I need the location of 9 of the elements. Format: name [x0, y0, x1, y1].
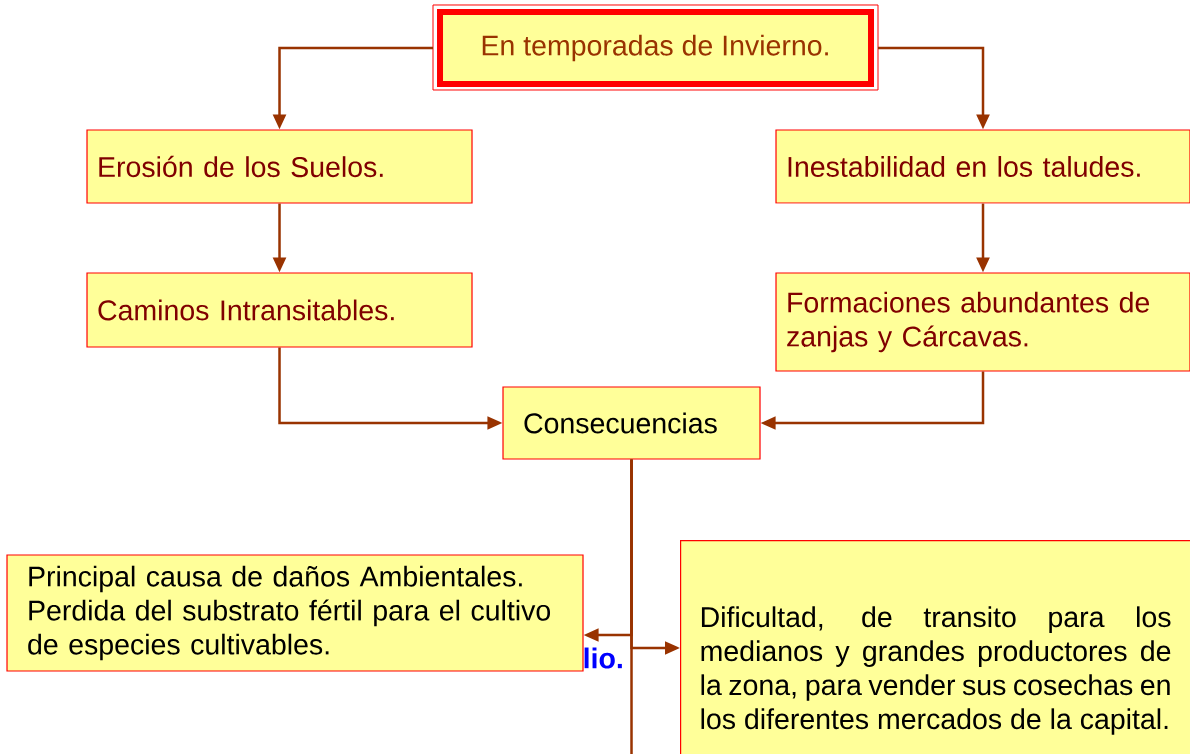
text-box: Formaciones abundantes de zanjas y Cárcavas.	[775, 272, 1190, 372]
text-box: Erosión de los Suelos.	[86, 129, 473, 204]
text-box: Caminos Intransitables.	[86, 272, 473, 348]
text-box: Inestabilidad en los taludes.	[775, 129, 1190, 204]
title-box: En temporadas de Invierno.	[432, 4, 879, 91]
text-box: Dificultad, de transito para los medianos y grandes productores de la zona, para vender sus cosechas en los diferentes mercados de la capital.	[680, 540, 1190, 754]
text-box: Principal causa de daños Ambientales. Perdida del substrato fértil para el cultivo de especies cultivables.	[6, 554, 584, 672]
consequence-box: Consecuencias	[502, 386, 761, 460]
partly-hidden-heading: lio.	[584, 647, 622, 669]
